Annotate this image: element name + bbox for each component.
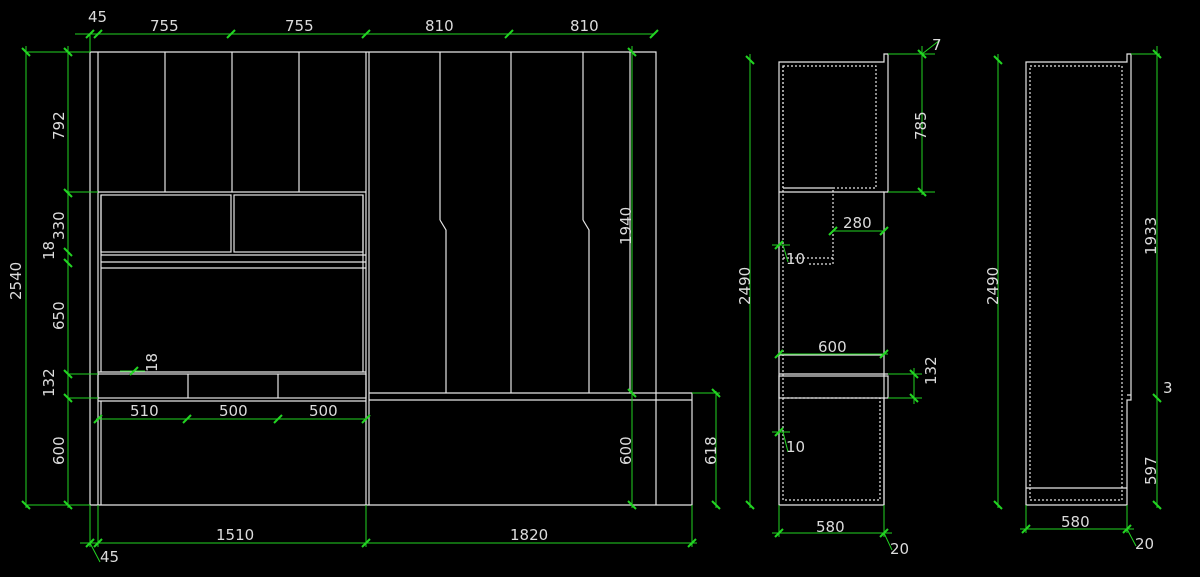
dim-side-a-top-offset: 7 <box>932 36 942 54</box>
drawer-row <box>97 373 367 399</box>
dim-side-b-base-depth: 580 <box>1061 513 1090 531</box>
door-handle <box>439 219 447 393</box>
dim-side-a-base-offset: 20 <box>890 540 909 558</box>
dim-side-b-gap: 3 <box>1163 379 1173 397</box>
cabinet-door <box>100 194 232 253</box>
dim-drawer-width: 510 <box>130 402 159 420</box>
dim-bottom-width: 1510 <box>216 526 254 544</box>
side-section-a: 2490 7 785 280 10 600 132 10 <box>736 36 942 558</box>
dim-left-height: 330 <box>50 211 68 240</box>
front-dimensions: 45 755 755 810 810 2540 792 330 18 650 1… <box>7 8 721 566</box>
dim-bottom-width: 1820 <box>510 526 548 544</box>
dim-side-a-height: 2490 <box>736 267 754 305</box>
dim-side-b-height: 2490 <box>984 267 1002 305</box>
dim-top-width: 810 <box>570 17 599 35</box>
dim-left-height: 600 <box>50 436 68 465</box>
dim-left-height: 132 <box>40 368 58 397</box>
dim-side-a-inner-depth: 280 <box>843 214 872 232</box>
dim-drawer-width: 500 <box>309 402 338 420</box>
dim-side-a-panel-lower: 10 <box>786 438 805 456</box>
dim-overall-height: 2540 <box>7 262 25 300</box>
dim-side-b-base-offset: 20 <box>1135 535 1154 553</box>
dim-side-a-drawer-height: 132 <box>922 356 940 385</box>
dim-side-a-panel-upper: 10 <box>786 250 805 268</box>
side-b-outline <box>1025 53 1132 506</box>
dim-side-unit-height: 618 <box>702 436 720 465</box>
dim-left-height: 792 <box>50 111 68 140</box>
front-outline <box>89 51 693 506</box>
dim-right-height-upper: 1940 <box>617 207 635 245</box>
dim-side-a-base-depth: 580 <box>816 518 845 536</box>
side-section-b: 2490 1933 3 597 580 20 <box>984 46 1173 553</box>
dim-left-height: 650 <box>50 301 68 330</box>
dim-side-b-upper-height: 1933 <box>1142 217 1160 255</box>
front-elevation <box>89 51 693 506</box>
dim-drawer-width: 500 <box>219 402 248 420</box>
dim-shelf-thickness: 18 <box>143 353 161 372</box>
dim-bottom-offset: 45 <box>100 548 119 566</box>
dim-top-width: 755 <box>150 17 179 35</box>
door-handle <box>582 219 590 393</box>
dim-right-height-lower: 600 <box>617 436 635 465</box>
dim-left-height: 18 <box>40 241 58 260</box>
dim-top-width: 810 <box>425 17 454 35</box>
dim-side-a-shelf-depth: 600 <box>818 338 847 356</box>
dim-top-width: 755 <box>285 17 314 35</box>
cabinet-door <box>233 194 364 253</box>
dim-side-b-lower-height: 597 <box>1142 456 1160 485</box>
dim-top-offset: 45 <box>88 8 107 26</box>
dim-side-a-upper-height: 785 <box>912 111 930 140</box>
